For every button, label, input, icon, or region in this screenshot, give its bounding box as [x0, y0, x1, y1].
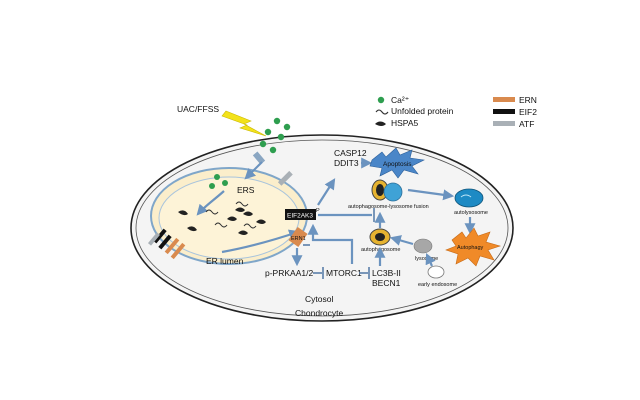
early-endosome-organelle	[427, 265, 445, 279]
autolysosome-label: autolysosome	[454, 210, 488, 216]
autophagosome-organelle	[369, 228, 391, 246]
apoptosis-burst	[369, 147, 425, 179]
lysosome-label: lysosome	[415, 256, 438, 262]
unfolded-protein-icon	[375, 109, 389, 115]
svg-text:Unfolded protein: Unfolded protein	[391, 106, 454, 116]
stimulus-label: UAC/FFSS	[177, 104, 219, 114]
svg-text:EIF2: EIF2	[519, 107, 537, 117]
legend-item-calcium: Ca²⁺	[377, 95, 409, 105]
ca-influx-arrow	[196, 190, 225, 216]
casp12-label: CASP12	[334, 148, 367, 158]
autophagosome-fusing	[371, 179, 403, 202]
autophagy-burst	[445, 227, 502, 267]
ddit3-label: DDIT3	[334, 158, 359, 168]
eif2ak3-node: EIF2AK3 P	[285, 208, 320, 220]
svg-text:Ca²⁺: Ca²⁺	[391, 95, 409, 105]
fusion-to-autolysosome-arrow	[407, 188, 455, 201]
feedback-loop-line	[307, 223, 354, 264]
legend-bar-atf: ATF	[493, 119, 534, 129]
autolysosome-organelle	[454, 188, 484, 208]
calcium-cluster-inside	[209, 174, 228, 189]
hspa5-chaperones	[227, 207, 266, 235]
hspa5-icon	[375, 121, 386, 126]
atf-receptor-top	[277, 170, 293, 186]
apoptosis-label: Apoptosis	[383, 161, 412, 168]
legend-bar-ern: ERN	[493, 95, 537, 105]
eif2-swatch	[493, 109, 515, 114]
lysosome-to-autophagosome-arrow	[389, 235, 414, 246]
cytosol-label: Cytosol	[305, 294, 333, 304]
svg-text:EIF2AK3: EIF2AK3	[287, 213, 313, 220]
svg-text:ERN: ERN	[519, 95, 537, 105]
autophagy-label: Autophagy	[457, 245, 484, 251]
eif2ak3-phospho: P	[316, 208, 320, 214]
atf-swatch	[493, 121, 515, 126]
unfolded-proteins	[205, 201, 257, 229]
eif2ak3-to-casp12-arrow	[317, 178, 336, 206]
p-prkaa-label: p-PRKAA1/2	[265, 268, 313, 278]
er-lumen-label: ER lumen	[206, 256, 244, 266]
early-endosome-label: early endosome	[418, 282, 457, 288]
calcium-dot-icon	[377, 96, 385, 104]
becn1-label: BECN1	[372, 278, 401, 288]
ers-label: ERS	[237, 185, 255, 195]
chondrocyte-label: Chondrocyte	[295, 308, 343, 318]
legend-item-hspa5: HSPA5	[375, 118, 419, 128]
endosome-to-lysosome-arrow	[425, 252, 436, 267]
legend: Ca²⁺ Unfolded protein HSPA5 ERN EIF2 ATF	[375, 95, 537, 129]
fusion-label: autophagosome-lysosome fusion	[348, 204, 429, 210]
er-lumen-arrow	[221, 229, 301, 254]
ern-swatch	[493, 97, 515, 102]
legend-bar-eif2: EIF2	[493, 107, 537, 117]
hspa5-bound-receptors	[178, 210, 197, 232]
svg-text:HSPA5: HSPA5	[391, 118, 419, 128]
calcium-cluster-outside	[259, 117, 291, 154]
lc3b-label: LC3B-II	[372, 268, 401, 278]
ern1-node: ERN1	[288, 227, 308, 247]
lysosome-organelle	[413, 238, 433, 254]
mtorc1-label: MTORC1	[326, 268, 362, 278]
membrane-channel	[244, 151, 266, 180]
legend-item-unfolded-protein: Unfolded protein	[375, 106, 454, 116]
svg-text:ERN1: ERN1	[291, 236, 306, 242]
lightning-icon	[221, 110, 267, 137]
svg-text:ATF: ATF	[519, 119, 534, 129]
er-membrane-receptors	[147, 228, 186, 260]
cell-inner-membrane	[135, 139, 509, 317]
